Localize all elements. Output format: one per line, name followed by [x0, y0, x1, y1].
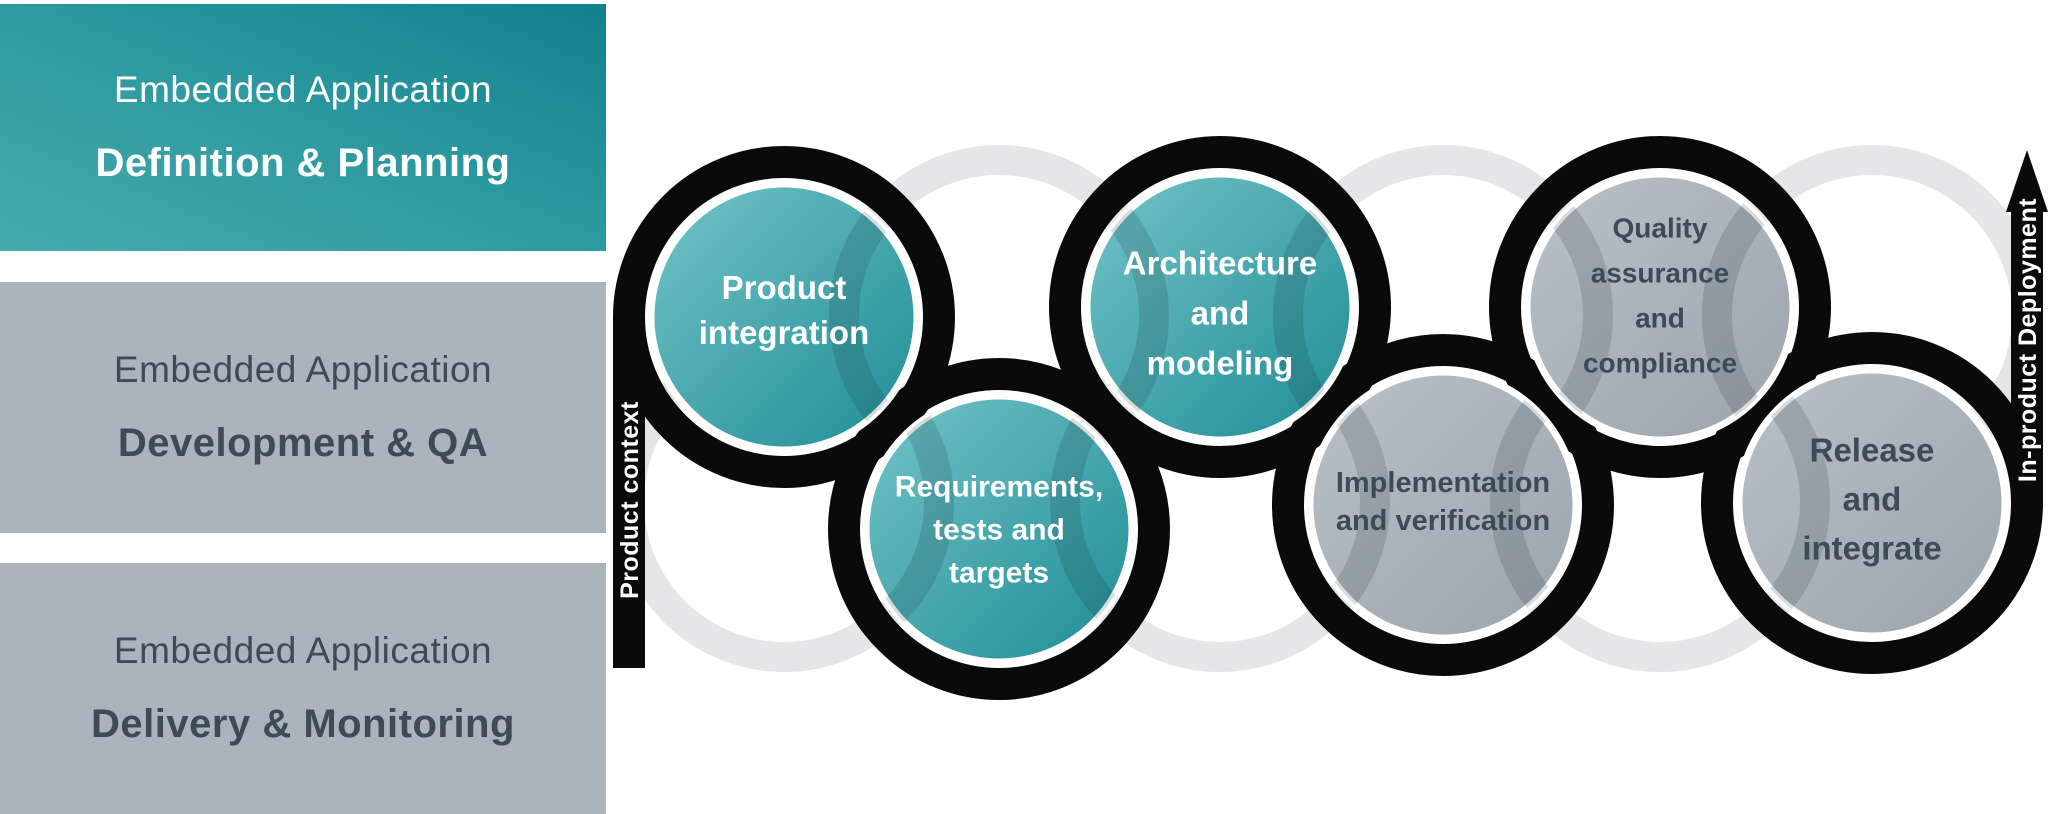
- stage-ring: [1272, 334, 1614, 676]
- stage-label-line: Requirements,: [895, 471, 1103, 504]
- stage-circle-implementation-verification: [1306, 368, 1580, 642]
- stage-label-architecture-and-modeling: Architecture and modeling: [1123, 245, 1317, 382]
- stage-label-line: Implementation: [1336, 467, 1550, 499]
- stage-label-requirements-tests-targets: Requirements, tests and targets: [895, 471, 1103, 590]
- stage-label-line: Release: [1810, 432, 1935, 469]
- stage-circle-product-integration: [647, 180, 921, 454]
- shadow-arc: [1527, 174, 1613, 440]
- stage-shadow-arcs: [829, 184, 917, 450]
- shadow-arc: [1702, 174, 1793, 440]
- stage-circle-release-and-integrate: [1735, 366, 2009, 640]
- stage-label-line: and verification: [1336, 505, 1550, 537]
- stage-shadow-arcs: [866, 396, 1132, 662]
- stage-circle-architecture-and-modeling: [1083, 170, 1357, 444]
- stage-label-release-and-integrate: Release and integrate: [1802, 432, 1941, 567]
- stage-label-line: targets: [949, 557, 1049, 590]
- panel-subtitle: Embedded Application: [113, 69, 493, 110]
- stage-label-line: and: [1843, 481, 1902, 518]
- stage-label-line: compliance: [1583, 347, 1737, 378]
- product-context-label: Product context: [616, 401, 644, 599]
- stage-label-line: and: [1635, 302, 1685, 333]
- shadow-arc: [1310, 372, 1390, 638]
- stage-label-quality-assurance-compliance: Quality assurance and compliance: [1583, 212, 1737, 378]
- deployment-label: In-product Deployment: [2014, 198, 2042, 482]
- stage-shadow-arcs: [1310, 372, 1576, 638]
- shadow-arc: [1739, 370, 1830, 636]
- stage-label-line: tests and: [933, 514, 1065, 547]
- deployment-arrow-icon: [2006, 150, 2048, 212]
- stage-shadow-arcs: [1527, 174, 1793, 440]
- stage-label-line: integrate: [1802, 530, 1941, 567]
- stage-shadow-arcs: [1739, 370, 1830, 636]
- stage-circle-requirements-tests-targets: [862, 392, 1136, 666]
- sidebar-panel-delivery-monitoring: Embedded Application Delivery & Monitori…: [0, 563, 606, 814]
- panel-title: Development & QA: [117, 421, 489, 465]
- stage-label-line: modeling: [1147, 345, 1294, 382]
- stage-label-line: and: [1191, 295, 1250, 332]
- panel-title: Delivery & Monitoring: [91, 702, 515, 746]
- stage-ring: [828, 358, 1170, 700]
- shadow-arc: [1087, 174, 1169, 440]
- stage-label-line: assurance: [1591, 257, 1730, 288]
- deployment-bar: [2011, 208, 2043, 508]
- stage-label-line: Quality: [1613, 212, 1708, 243]
- stage-label-line: Product: [722, 269, 847, 306]
- shadow-arc: [1273, 174, 1353, 440]
- panel-title: Definition & Planning: [95, 141, 511, 185]
- stage-label-line: integration: [699, 314, 870, 351]
- panel-subtitle: Embedded Application: [113, 630, 493, 671]
- product-context-bar: [613, 317, 645, 668]
- stage-label-line: Architecture: [1123, 245, 1317, 282]
- shadow-arc: [1490, 372, 1576, 638]
- shadow-arc: [829, 184, 917, 450]
- stage-circle-quality-assurance-compliance: [1523, 170, 1797, 444]
- shadow-arc: [866, 396, 954, 662]
- stage-ring: [1489, 136, 1831, 478]
- stage-label-implementation-verification: Implementation and verification: [1336, 467, 1550, 537]
- sidebar-panel-development-qa: Embedded Application Development & QA: [0, 282, 606, 533]
- stage-label-product-integration: Product integration: [699, 269, 870, 351]
- panel-subtitle: Embedded Application: [113, 349, 493, 390]
- stage-ring: [1049, 136, 1391, 478]
- sidebar-panel-definition-planning: Embedded Application Definition & Planni…: [0, 4, 606, 251]
- stage-shadow-arcs: [1087, 174, 1353, 440]
- shadow-arc: [1050, 396, 1132, 662]
